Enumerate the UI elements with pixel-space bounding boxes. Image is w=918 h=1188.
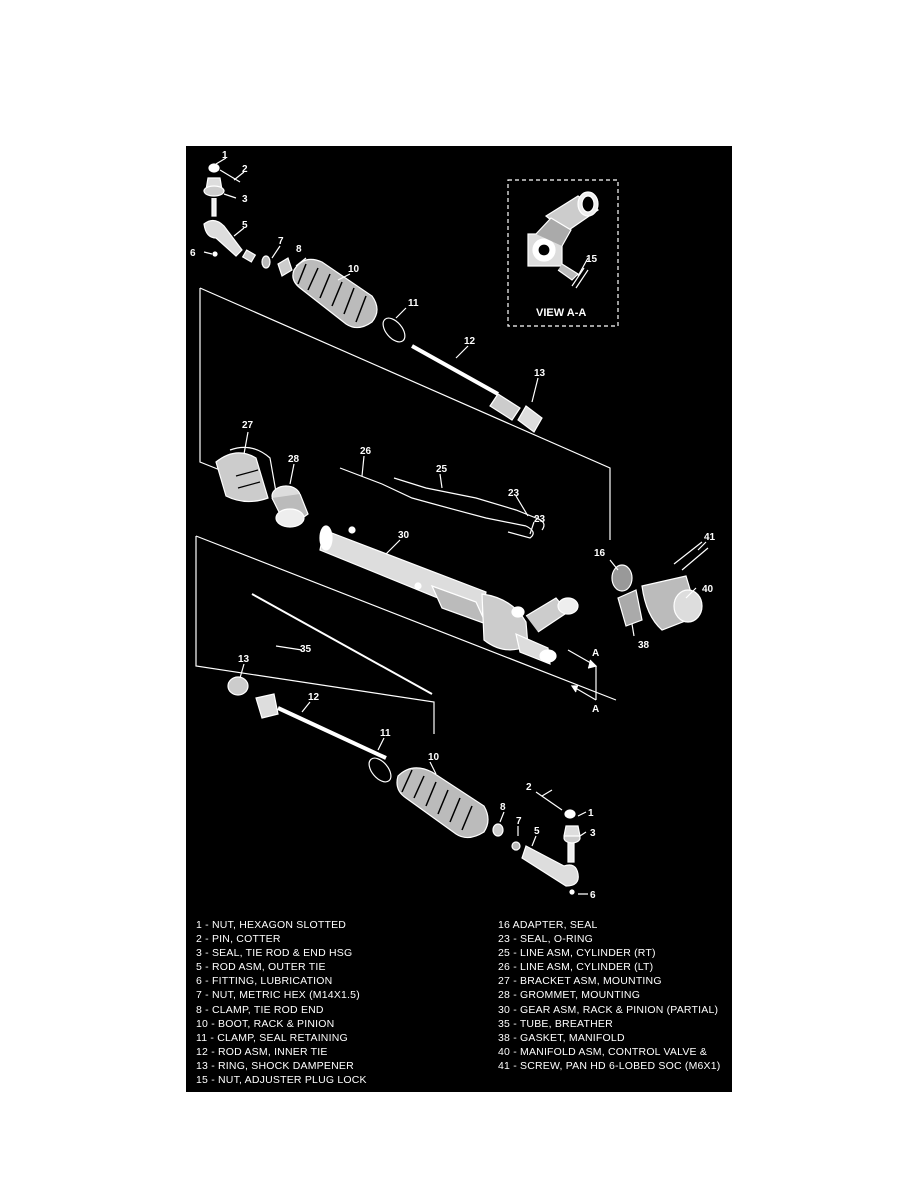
section-letter-a-bottom: A [592,704,599,715]
callout-7-lower: 7 [516,816,522,827]
legend-item: 25 - LINE ASM, CYLINDER (RT) [498,947,656,960]
view-a-a-housing [527,191,600,281]
section-letter-a-top: A [592,648,599,659]
upper-clamp-11 [382,317,406,343]
part-15-leader [577,257,589,277]
callout-5-upper: 5 [242,220,248,231]
legend-item: 35 - TUBE, BREATHER [498,1017,613,1030]
rack-and-pinion-gear [319,525,579,665]
line-asm-25 [393,477,537,519]
callout-15: 15 [586,254,598,265]
legend-item: 10 - BOOT, RACK & PINION [196,1017,335,1030]
callout-7-upper: 7 [278,236,284,247]
callout-12-upper: 12 [464,336,476,347]
legend-item: 38 - GASKET, MANIFOLD [498,1031,625,1044]
view-a-a-label: VIEW A-A [536,307,586,319]
callout-28: 28 [288,454,300,465]
callout-35: 35 [300,644,312,655]
line-fitting-a [507,525,534,539]
upper-exploded-boundary [199,287,611,540]
callout-23-a: 23 [508,488,520,499]
legend-item: 23 - SEAL, O-RING [498,933,594,946]
legend-item: 40 - MANIFOLD ASM, CONTROL VALVE & [498,1045,708,1058]
upper-tie-rod-end-group [203,163,293,277]
legend-item: 2 - PIN, COTTER [196,933,281,946]
callout-10-lower: 10 [428,752,440,763]
legend-item: 8 - CLAMP, TIE ROD END [196,1003,324,1016]
legend-item: 1 - NUT, HEXAGON SLOTTED [196,919,347,931]
callout-25: 25 [436,464,448,475]
exploded-view-diagram: 1 2 3 5 6 7 8 10 11 12 13 15 VIEW A-A 27… [186,146,732,1092]
upper-boot [292,258,378,329]
callout-2-upper: 2 [242,164,248,175]
lower-exploded-boundary [195,535,617,734]
callout-5-lower: 5 [534,826,540,837]
legend-item: 16 ADAPTER, SEAL [498,919,598,931]
adjuster-nut-shape [571,267,589,289]
callout-13-lower: 13 [238,654,250,665]
callout-6-lower: 6 [590,890,596,901]
callout-13-upper: 13 [534,368,546,379]
legend-item: 5 - ROD ASM, OUTER TIE [196,961,326,974]
legend-column-left: 1 - NUT, HEXAGON SLOTTED 2 - PIN, COTTER… [196,918,486,1087]
parts-legend: 1 - NUT, HEXAGON SLOTTED 2 - PIN, COTTER… [196,918,726,1088]
callout-11-upper: 11 [408,298,419,309]
legend-item: 7 - NUT, METRIC HEX (M14X1.5) [196,989,360,1002]
mounting-grommet [271,485,309,528]
legend-item: 13 - RING, SHOCK DAMPENER [196,1059,354,1072]
legend-item: 41 - SCREW, PAN HD 6-LOBED SOC (M6X1) [498,1059,721,1072]
diagram-drawing: 1 2 3 5 6 7 8 10 11 12 13 15 VIEW A-A 27… [190,150,716,901]
callout-10-upper: 10 [348,264,360,275]
callout-30: 30 [398,530,410,541]
callout-1-upper: 1 [222,150,228,161]
seal-adapter [611,564,633,592]
callout-1-lower: 1 [588,808,594,819]
callout-8-upper: 8 [296,244,302,255]
legend-item: 27 - BRACKET ASM, MOUNTING [498,975,662,988]
callout-23-b: 23 [534,514,546,525]
callout-40: 40 [702,584,714,595]
legend-column-right: 16 ADAPTER, SEAL 23 - SEAL, O-RING 25 - … [498,918,728,1073]
line-fitting-b [535,517,545,531]
callout-2-lower: 2 [526,782,532,793]
view-a-a-frame [507,179,619,327]
callout-16: 16 [594,548,606,559]
line-asm-26 [339,467,527,527]
callout-27: 27 [242,420,254,431]
callout-6-upper: 6 [190,248,196,259]
lower-shock-ring [227,676,249,696]
lower-inner-tie-rod [255,693,387,760]
callout-8-lower: 8 [500,802,506,813]
lower-boot [396,767,489,839]
callout-11-lower: 11 [380,728,391,739]
legend-item: 12 - ROD ASM, INNER TIE [196,1045,328,1058]
legend-item: 15 - NUT, ADJUSTER PLUG LOCK [196,1074,367,1087]
manifold-gasket [617,589,643,627]
callout-38: 38 [638,640,650,651]
callout-3-lower: 3 [590,828,596,839]
legend-item: 28 - GROMMET, MOUNTING [498,989,641,1002]
legend-item: 11 - CLAMP, SEAL RETAINING [196,1031,348,1044]
legend-item: 3 - SEAL, TIE ROD & END HSG [196,947,353,960]
mounting-bracket [215,446,277,503]
lower-clamp-11 [368,757,392,783]
callout-41: 41 [704,532,716,543]
legend-item: 30 - GEAR ASM, RACK & PINION (PARTIAL) [498,1003,719,1016]
callout-3-upper: 3 [242,194,248,205]
legend-item: 26 - LINE ASM, CYLINDER (LT) [498,961,654,974]
control-valve-manifold [641,541,709,631]
legend-item: 6 - FITTING, LUBRICATION [196,975,333,988]
lower-tie-rod-end-group [492,791,581,895]
callout-26: 26 [360,446,372,457]
upper-inner-tie-rod [411,344,543,433]
callout-12-lower: 12 [308,692,320,703]
breather-tube [251,593,433,695]
